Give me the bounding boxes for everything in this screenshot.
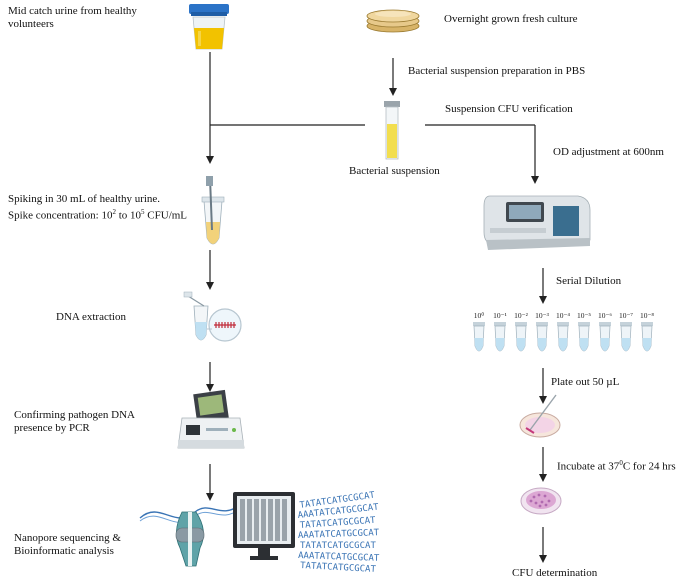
mid-catch-line1: Mid catch urine from healthy [8,5,137,17]
nanopore-line1: Nanopore sequencing & [14,532,121,544]
dilution-tube-cap [641,322,653,326]
spiking-line2: Spike concentration: 102 to 105 CFU/mL [8,208,188,222]
label-cfu-verification: Suspension CFU verification [445,103,573,115]
label-incubate: Incubate at 370C for 24 hrs [557,459,676,473]
nanopore-line2: Bioinformatic analysis [14,545,114,557]
petri-incubated-icon [520,487,562,515]
dna-extraction-icon [183,291,242,342]
label-nanopore: Nanopore sequencing & Bioinformatic anal… [14,532,121,558]
culture-plates-icon [366,9,420,33]
nanopore-icon [139,504,241,567]
label-mid-catch: Mid catch urine from healthy volunteers [8,5,137,31]
petri-plating-icon [519,394,561,438]
dilution-label: 10⁻⁵ [577,311,591,320]
urine-cup-icon [189,4,229,50]
sequence-line: AAATATCATGCGCAT [298,551,380,564]
label-bacterial-prep: Bacterial suspension preparation in PBS [408,65,586,77]
dilution-tube-cap [620,322,632,326]
label-bacterial-suspension: Bacterial suspension [349,165,440,177]
confirming-line2: presence by PCR [14,422,90,434]
dilution-label: 10⁰ [474,311,485,320]
dilution-tube-liquid [516,338,526,351]
label-cfu-determination: CFU determination [512,567,598,579]
label-serial-dilution: Serial Dilution [556,275,622,287]
dilution-tube-liquid [600,338,610,351]
dilution-label: 10⁻² [514,311,528,320]
dilution-tube-cap [473,322,485,326]
connector-lines [206,52,547,563]
dilution-label: 10⁻⁶ [598,311,612,320]
confirming-line1: Confirming pathogen DNA [14,409,135,421]
label-confirming-pcr: Confirming pathogen DNA presence by PCR [14,409,135,435]
dilution-label: 10⁻⁴ [556,311,570,320]
sequence-line: AAATATCATGCGCAT [298,528,380,541]
dilution-tube-cap [557,322,569,326]
dilution-tube-cap [536,322,548,326]
dilution-tube-liquid [558,338,568,351]
cuvette-icon [384,101,400,160]
label-spiking: Spiking in 30 mL of healthy urine. Spike… [8,193,187,223]
spectrophotometer-icon [483,195,591,250]
label-overnight-culture: Overnight grown fresh culture [444,13,578,25]
dilution-tubes: 10⁰ 10⁻¹ 10⁻² 10⁻³ 10⁻⁴ 10⁻⁵ 10⁻⁶ 10⁻⁷ 10⁻⁸ [473,311,654,352]
dilution-label: 10⁻¹ [493,311,507,320]
sequence-line: TATATCATGCGCAT [300,561,377,575]
spiking-line1: Spiking in 30 mL of healthy urine. [8,193,161,205]
sequence-text-block: TATATCATGCGCAT AAATATCATGCGCAT TATATCATG… [297,490,380,575]
label-dna-extraction: DNA extraction [56,311,126,323]
dilution-label: 10⁻⁷ [619,311,633,320]
label-od-adjustment: OD adjustment at 600nm [553,146,664,158]
dilution-tube-cap [515,322,527,326]
dilution-tube-liquid [474,338,484,351]
label-plate-out: Plate out 50 µL [551,376,620,388]
sequence-line: TATATCATGCGCAT [300,541,376,551]
dilution-tube-liquid [642,338,652,351]
dilution-tube-cap [494,322,506,326]
mid-catch-line2: volunteers [8,18,54,30]
dilution-tube-liquid [621,338,631,351]
dilution-tube-cap [578,322,590,326]
pcr-machine-icon [177,389,245,449]
dilution-tube-liquid [495,338,505,351]
dilution-tube-cap [599,322,611,326]
dilution-label: 10⁻³ [535,311,549,320]
dilution-tube-liquid [537,338,547,351]
dilution-label: 10⁻⁸ [640,311,654,320]
dilution-tube-liquid [579,338,589,351]
monitor-icon [233,492,295,560]
spiking-tube-icon [201,176,225,245]
